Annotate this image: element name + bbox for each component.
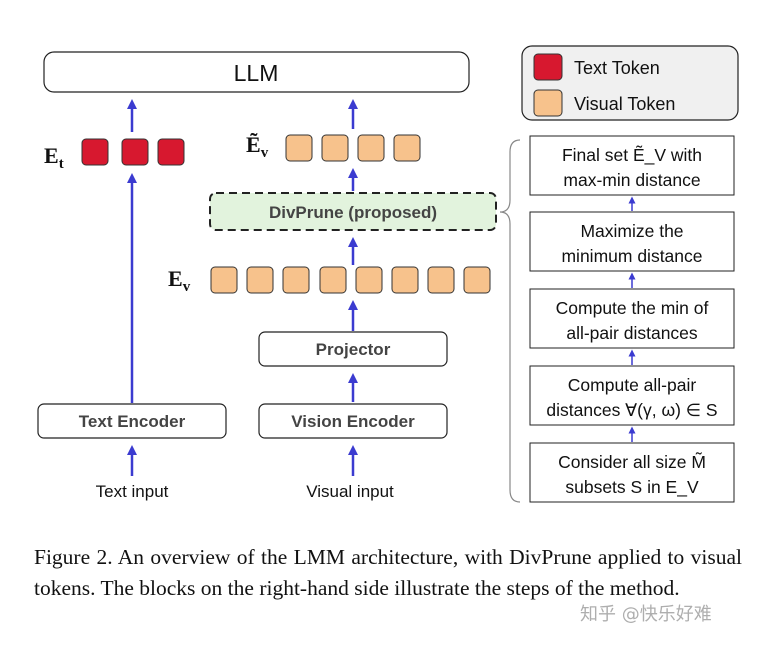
ev-label: Ev: [168, 266, 191, 295]
llm-label: LLM: [234, 60, 279, 86]
method-steps: Final set Ẽ_V with max-min distance Maxi…: [529, 135, 735, 503]
text-encoder-label: Text Encoder: [79, 412, 186, 431]
visual-token: [246, 266, 274, 294]
visual-token: [355, 266, 383, 294]
step-line: Compute the min of: [556, 298, 709, 318]
step-line: subsets S in E_V: [565, 477, 699, 498]
text-token: [121, 138, 149, 166]
step-line: Consider all size M̃: [558, 451, 706, 472]
step-box: [529, 442, 735, 503]
visual-token: [282, 266, 310, 294]
divprune-label: DivPrune (proposed): [269, 203, 437, 222]
step-line: distances ∀(γ, ω) ∈ S: [546, 400, 717, 420]
legend-text-token-swatch: [533, 53, 563, 81]
brace: [499, 139, 521, 503]
visual-tokens: [210, 266, 491, 294]
vision-encoder-block: Vision Encoder: [258, 403, 448, 439]
visual-token: [285, 134, 313, 162]
visual-token: [427, 266, 455, 294]
projector-block: Projector: [258, 331, 448, 367]
step-line: max-min distance: [563, 170, 700, 190]
divprune-block: DivPrune (proposed): [209, 192, 497, 231]
architecture-diagram: LLM Text Token Visual Token Et Ẽv DivPru…: [37, 45, 739, 503]
text-encoder-block: Text Encoder: [37, 403, 227, 439]
llm-block: LLM: [43, 51, 470, 93]
flow-arrows: [127, 99, 358, 476]
et-label: Et: [44, 143, 64, 172]
step-box: [529, 211, 735, 272]
text-input-label: Text input: [96, 482, 169, 501]
step-line: Final set Ẽ_V with: [562, 144, 702, 166]
step-line: minimum distance: [561, 246, 702, 266]
visual-token: [393, 134, 421, 162]
text-tokens: [81, 138, 185, 166]
legend-text-token-label: Text Token: [574, 58, 660, 78]
legend: Text Token Visual Token: [521, 45, 739, 121]
ev-tilde-label: Ẽv: [246, 132, 269, 161]
vision-encoder-label: Vision Encoder: [291, 412, 415, 431]
visual-token: [391, 266, 419, 294]
step-line: Compute all-pair: [568, 375, 697, 395]
visual-token: [357, 134, 385, 162]
visual-token: [210, 266, 238, 294]
visual-input-label: Visual input: [306, 482, 394, 501]
text-token: [157, 138, 185, 166]
text-token: [81, 138, 109, 166]
visual-token: [463, 266, 491, 294]
step-box: [529, 365, 735, 426]
figure-caption: Figure 2. An overview of the LMM archite…: [34, 545, 742, 600]
visual-token: [319, 266, 347, 294]
step-box: [529, 288, 735, 349]
step-box: [529, 135, 735, 196]
projector-label: Projector: [316, 340, 391, 359]
legend-visual-token-label: Visual Token: [574, 94, 675, 114]
legend-visual-token-swatch: [533, 89, 563, 117]
step-line: all-pair distances: [566, 323, 698, 343]
pruned-visual-tokens: [285, 134, 421, 162]
watermark: 知乎 @快乐好难: [580, 604, 712, 625]
visual-token: [321, 134, 349, 162]
step-line: Maximize the: [580, 221, 683, 241]
